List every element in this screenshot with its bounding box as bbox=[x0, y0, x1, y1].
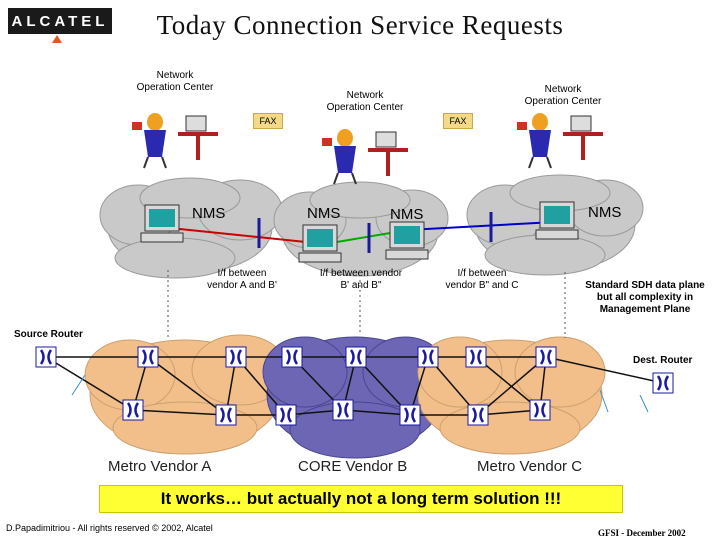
logo-text: ALCATEL bbox=[11, 12, 109, 30]
interface-label-b-b2: I/f between vendor B' and B" bbox=[319, 268, 403, 291]
fax-label-right: FAX bbox=[443, 113, 473, 129]
mgmt-cloud-left bbox=[99, 177, 283, 279]
nms-label-c: NMS bbox=[588, 204, 622, 221]
cross-connect-icon bbox=[275, 404, 297, 426]
interface-markers bbox=[257, 212, 493, 253]
vendor-label-a: Metro Vendor A bbox=[108, 458, 212, 475]
cross-connect-icon bbox=[465, 346, 487, 368]
cross-connect-icon bbox=[417, 346, 439, 368]
footer-event: GFSI - December 2002 bbox=[598, 528, 686, 538]
cross-connect-icon bbox=[281, 346, 303, 368]
cross-connect-icon bbox=[467, 404, 489, 426]
footer-copyright: D.Papadimitriou - All rights reserved © … bbox=[6, 523, 213, 533]
cross-connect-icon bbox=[332, 399, 354, 421]
cross-connect-icon bbox=[399, 404, 421, 426]
noc-label-center: Network Operation Center bbox=[326, 90, 404, 113]
noc-label-left: Network Operation Center bbox=[136, 70, 214, 93]
cross-connect-icon bbox=[345, 346, 367, 368]
fax-label-left: FAX bbox=[253, 113, 283, 129]
nms-workstation-icon bbox=[140, 204, 184, 243]
cross-connect-icon bbox=[122, 399, 144, 421]
metro-cloud-c bbox=[417, 336, 606, 455]
cross-connect-icon bbox=[215, 404, 237, 426]
interface-label-a-b: I/f between vendor A and B' bbox=[207, 268, 277, 291]
operator-desk-icon bbox=[132, 113, 218, 169]
interface-label-b2-c: I/f between vendor B" and C bbox=[445, 268, 519, 291]
mgmt-cloud-right bbox=[466, 174, 644, 276]
vendor-label-c: Metro Vendor C bbox=[477, 458, 583, 475]
cross-connect-icon bbox=[225, 346, 247, 368]
access-links bbox=[71, 374, 649, 413]
sdh-note: Standard SDH data plane but all complexi… bbox=[585, 280, 705, 315]
conclusion-banner: It works… but actually not a long term s… bbox=[99, 485, 623, 513]
interface-link-b2-c bbox=[407, 221, 556, 231]
page-title: Today Connection Service Requests bbox=[156, 10, 564, 40]
logo-triangle-icon bbox=[52, 35, 62, 43]
dest-router-icon bbox=[652, 372, 674, 394]
nms-label-b2: NMS bbox=[390, 206, 424, 223]
cross-connect-icon bbox=[137, 346, 159, 368]
cross-connect-icon bbox=[535, 346, 557, 368]
operator-desk-icon bbox=[322, 129, 408, 185]
nms-workstation-icon bbox=[298, 224, 342, 263]
alcatel-logo: ALCATEL bbox=[8, 8, 112, 34]
cross-connect-nodes bbox=[35, 346, 674, 426]
nms-workstation-icon bbox=[535, 201, 579, 240]
vendor-label-b: CORE Vendor B bbox=[298, 458, 408, 475]
mgmt-ties bbox=[167, 270, 566, 338]
operator-desk-icon bbox=[517, 113, 603, 169]
nms-workstation-icon bbox=[385, 221, 429, 260]
nms-label-a: NMS bbox=[192, 205, 226, 222]
noc-label-right: Network Operation Center bbox=[524, 84, 602, 107]
metro-cloud-a bbox=[84, 334, 289, 455]
source-router-icon bbox=[35, 346, 57, 368]
nms-label-b1: NMS bbox=[307, 205, 341, 222]
dest-router-label: Dest. Router bbox=[633, 355, 693, 366]
source-router-label: Source Router bbox=[14, 329, 83, 340]
interface-link-a-b bbox=[169, 227, 326, 245]
cross-connect-icon bbox=[529, 399, 551, 421]
